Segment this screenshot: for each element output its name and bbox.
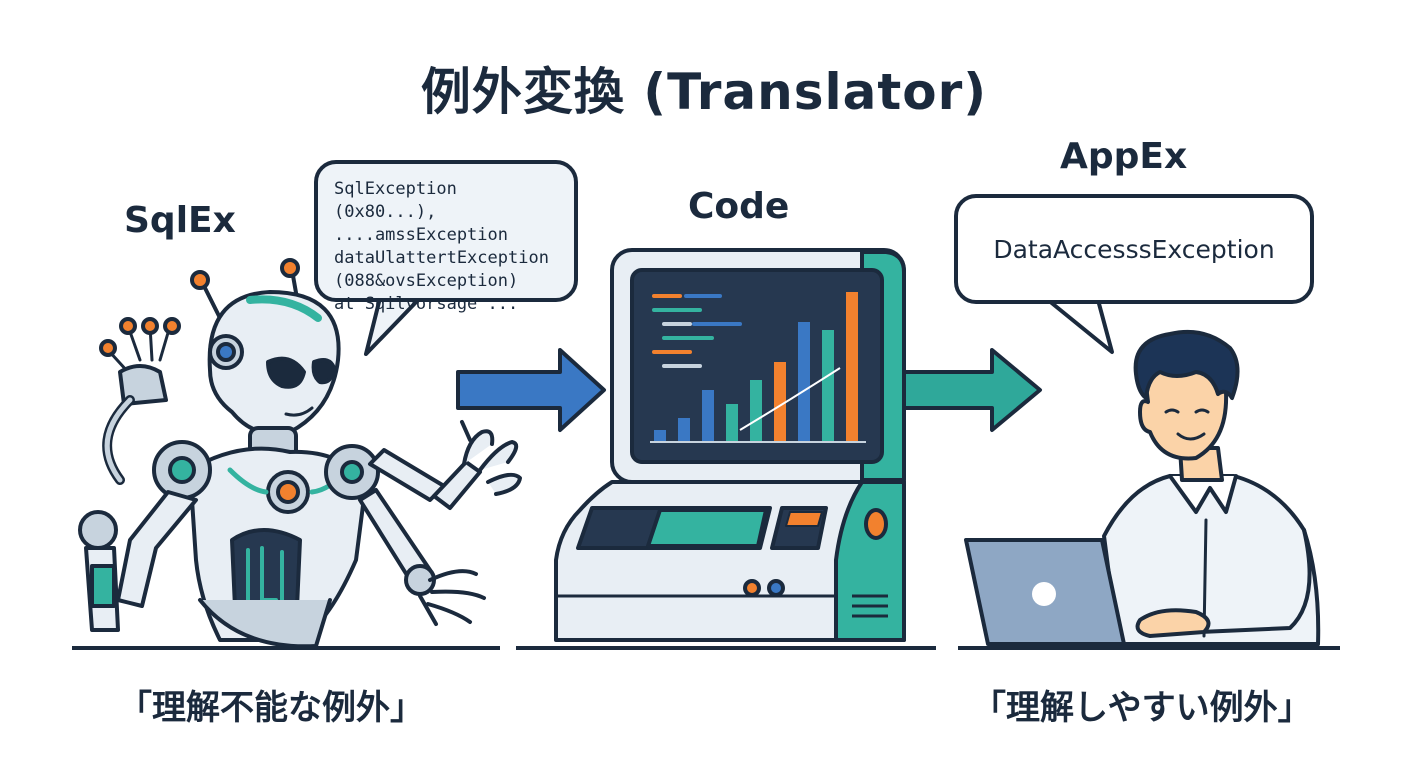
app-exception-bubble: DataAccesssException [954, 194, 1314, 304]
sqlex-label: SqlEx [124, 200, 236, 241]
exception-line: (088&ovsException) [334, 271, 519, 291]
exception-line: dataUlattertException [334, 248, 549, 268]
arrow-right-icon [456, 348, 606, 432]
code-label: Code [688, 186, 790, 227]
computer-terminal-icon [554, 248, 906, 642]
exception-line: at Sqilvorsage ... [334, 294, 519, 314]
caption-incomprehensible: 「理解不能な例外」 [118, 688, 424, 728]
sql-exception-bubble: SqlException (0x80...), ....amssExceptio… [314, 160, 578, 314]
caption-understandable: 「理解しやすい例外」 [972, 688, 1312, 728]
exception-line: SqlException (0x80...), [334, 179, 457, 222]
bubble-tail-right [1046, 298, 1114, 354]
exception-line: ....amssException [334, 225, 508, 245]
robot-icon [78, 258, 522, 649]
app-exception-text: DataAccesssException [993, 234, 1275, 264]
appex-label: AppEx [1060, 136, 1188, 177]
person-with-laptop-icon [964, 329, 1321, 646]
page-title: 例外変換 (Translator) [420, 63, 988, 121]
